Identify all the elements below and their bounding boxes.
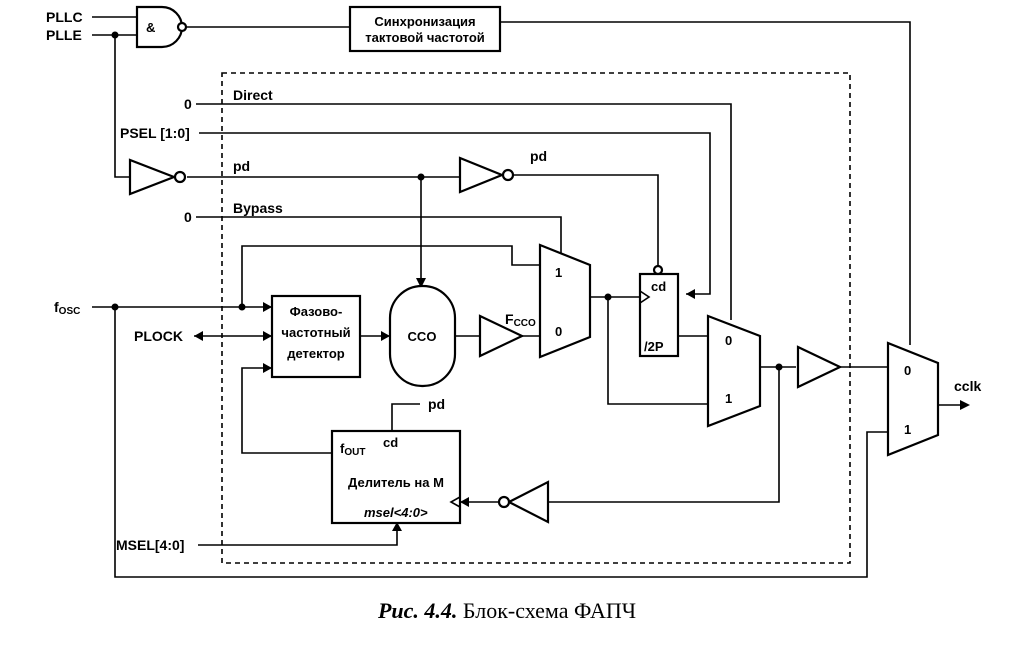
cco-label: CCO bbox=[408, 329, 437, 344]
and-gate bbox=[135, 5, 184, 49]
output-mux-in0: 0 bbox=[904, 363, 911, 378]
pfd-label-line2: частотный bbox=[281, 325, 350, 340]
figure-number: Рис. 4.4. bbox=[377, 598, 458, 623]
plock-label: PLOCK bbox=[134, 328, 183, 344]
fcco-label: FCCO bbox=[505, 311, 536, 329]
figure-caption: Рис. 4.4. Блок-схема ФАПЧ bbox=[0, 598, 1014, 624]
divider-m-label: Делитель на М bbox=[348, 475, 444, 490]
bypass-mux bbox=[538, 243, 592, 359]
pllc-label: PLLC bbox=[46, 9, 83, 25]
pfd-label-line1: Фазово- bbox=[290, 304, 343, 319]
direct-label: Direct bbox=[233, 87, 273, 103]
divider-m-block bbox=[330, 429, 462, 525]
bypass-mux-in1: 1 bbox=[555, 265, 562, 280]
pd-inverter bbox=[128, 158, 178, 196]
divider-m-msel: msel<4:0> bbox=[364, 505, 428, 520]
pll-boundary bbox=[221, 72, 851, 564]
div-2p-block bbox=[638, 272, 680, 358]
pd-label-2: pd bbox=[530, 148, 547, 164]
msel-label: MSEL[4:0] bbox=[116, 537, 184, 553]
feedback-inverter bbox=[506, 480, 550, 524]
divider-m-fout: fOUT bbox=[340, 441, 365, 458]
pd-label: pd bbox=[233, 158, 250, 174]
cclk-label: cclk bbox=[954, 378, 981, 394]
pd-inverter-2 bbox=[458, 156, 505, 194]
wires bbox=[92, 16, 970, 578]
divider-m-pd: pd bbox=[428, 396, 445, 412]
bypass-zero: 0 bbox=[184, 209, 192, 225]
pfd-label-line3: детектор bbox=[287, 346, 345, 361]
clock-sync-label-line2: тактовой частотой bbox=[365, 30, 485, 45]
phase-frequency-detector bbox=[270, 294, 362, 379]
cco-block bbox=[388, 284, 457, 388]
junctions bbox=[111, 31, 783, 371]
cco-buffer bbox=[478, 314, 525, 358]
figure-title: Блок-схема ФАПЧ bbox=[462, 598, 637, 623]
and-gate-label: & bbox=[146, 20, 155, 35]
fosc-label: fOSC bbox=[54, 299, 80, 317]
bypass-label: Bypass bbox=[233, 200, 283, 216]
divider-m-cd: cd bbox=[383, 435, 398, 450]
div-2p-label: /2P bbox=[644, 339, 664, 354]
direct-zero: 0 bbox=[184, 96, 192, 112]
output-mux bbox=[886, 341, 940, 457]
input-labels: PLLC PLLE 0 Direct PSEL [1:0] pd pd 0 By… bbox=[46, 9, 547, 553]
bypass-mux-in0: 0 bbox=[555, 324, 562, 339]
direct-mux bbox=[706, 314, 762, 428]
direct-mux-in0: 0 bbox=[725, 333, 732, 348]
psel-label: PSEL [1:0] bbox=[120, 125, 190, 141]
direct-mux-in1: 1 bbox=[725, 391, 732, 406]
plle-label: PLLE bbox=[46, 27, 82, 43]
div-2p-cd: cd bbox=[651, 279, 666, 294]
output-buffer bbox=[796, 345, 843, 389]
output-mux-in1: 1 bbox=[904, 422, 911, 437]
clock-sync-block bbox=[348, 5, 502, 53]
clock-sync-label-line1: Синхронизация bbox=[374, 14, 475, 29]
